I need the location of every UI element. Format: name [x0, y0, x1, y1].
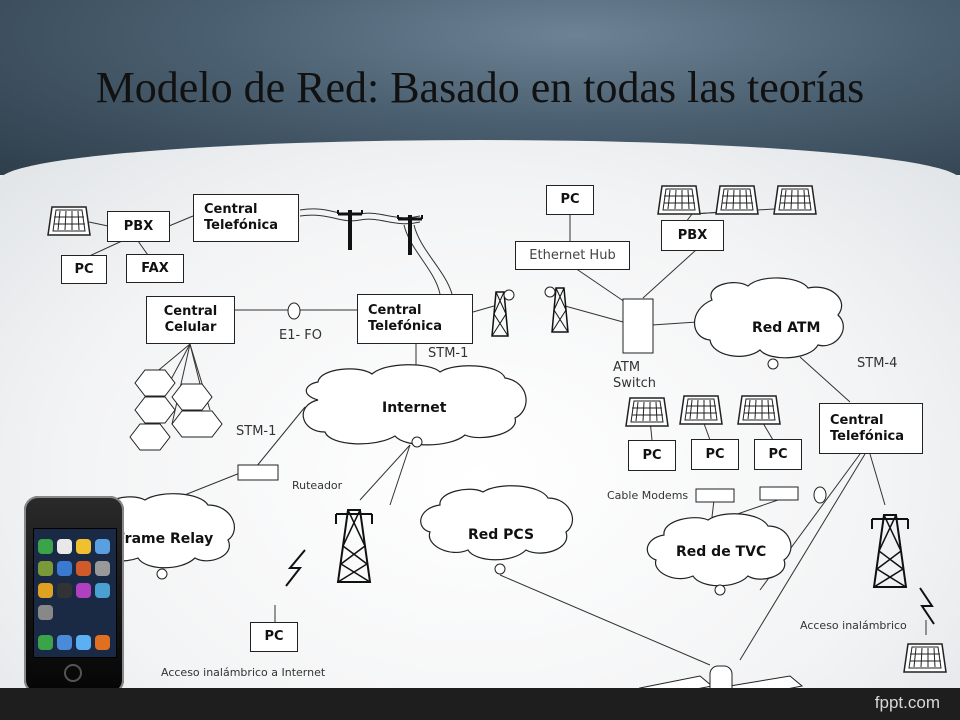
red-atm-label: Red ATM: [752, 320, 821, 336]
app-icon: [38, 635, 53, 650]
footer-bar: [0, 688, 960, 720]
home-button: [64, 664, 82, 682]
stm4-label: STM-4: [857, 356, 898, 371]
internet-label: Internet: [382, 400, 447, 416]
pc-cable-modem-node: PC: [754, 439, 802, 470]
telephone-icon: [903, 643, 947, 673]
app-icon: [76, 539, 91, 554]
wireless-link-icon: [285, 549, 306, 587]
pc-left-node: PC: [61, 255, 107, 284]
cellular-cells: [129, 369, 223, 451]
red-pcs-label: Red PCS: [468, 527, 535, 543]
app-icon: [38, 539, 53, 554]
app-icon: [76, 583, 91, 598]
cable-modem-icon: [695, 488, 735, 503]
app-icon: [95, 583, 110, 598]
pbx-right-node: PBX: [661, 220, 724, 251]
app-icon: [57, 561, 72, 576]
red-tvc-label: Red de TVC: [676, 544, 767, 560]
app-icon: [76, 635, 91, 650]
footer-logo: fppt.com: [874, 693, 940, 712]
pc-bottom-node: PC: [250, 622, 298, 652]
central-telefonica-mid-node: Central Telefónica: [357, 294, 473, 344]
utility-pole-icon: [396, 213, 424, 257]
telephone-icon: [737, 395, 781, 425]
telephone-icon: [657, 185, 701, 215]
wireless-link-icon: [919, 587, 935, 625]
stm1-label: STM-1: [236, 424, 277, 439]
central-telefonica-top-node: Central Telefónica: [193, 194, 299, 242]
frame-relay-label: Frame Relay: [116, 531, 214, 547]
pc-cable-modem-node: PC: [691, 439, 739, 470]
telephone-icon: [679, 395, 723, 425]
app-icon: [57, 583, 72, 598]
red-tvc-cloud: [646, 513, 792, 587]
red-atm-cloud: [694, 277, 844, 359]
antenna-dish-icon: [503, 289, 515, 301]
antenna-dish-icon: [544, 286, 556, 298]
pc-top-node: PC: [546, 185, 594, 215]
pbx-left-node: PBX: [107, 211, 170, 242]
cell-tower-icon: [871, 514, 909, 588]
router-icon: [237, 464, 279, 481]
acceso-inalambrico-label: Acceso inalámbrico: [800, 619, 907, 632]
app-icon: [57, 539, 72, 554]
acceso-inalambrico-internet-label: Acceso inalámbrico a Internet: [161, 666, 326, 679]
app-icon: [95, 635, 110, 650]
slide-title: Modelo de Red: Basado en todas las teorí…: [95, 63, 865, 112]
telephone-icon: [715, 185, 759, 215]
smartphone-screen: [33, 528, 117, 658]
stm1-label: STM-1: [428, 346, 469, 361]
telephone-icon: [47, 206, 91, 236]
app-icon: [38, 605, 53, 620]
app-icon: [76, 561, 91, 576]
central-telefonica-right-node: Central Telefónica: [819, 403, 923, 454]
cloud-shapes: [84, 277, 844, 587]
internet-cloud: [302, 364, 527, 446]
ethernet-hub-node: Ethernet Hub: [515, 241, 630, 270]
smartphone-image: [24, 496, 124, 694]
atm-switch-label: ATM Switch: [613, 360, 656, 392]
app-icon: [38, 583, 53, 598]
app-icon: [38, 561, 53, 576]
cable-modem-icon: [759, 486, 799, 501]
utility-pole-icon: [336, 208, 364, 252]
ruteador-label: Ruteador: [292, 479, 343, 492]
connector-nodes: [156, 302, 827, 596]
telephone-icon: [625, 397, 669, 427]
cable-modems-label: Cable Modems: [607, 489, 689, 502]
e1-fo-label: E1- FO: [279, 328, 323, 343]
app-icon: [95, 539, 110, 554]
atm-switch-icon: [622, 298, 654, 354]
telephone-icon: [773, 185, 817, 215]
app-icon: [95, 561, 110, 576]
pc-cable-modem-node: PC: [628, 440, 676, 471]
red-pcs-cloud: [420, 485, 574, 561]
cell-tower-icon: [335, 509, 373, 583]
central-celular-node: Central Celular: [146, 296, 235, 344]
app-icon: [57, 635, 72, 650]
fax-node: FAX: [126, 254, 184, 283]
